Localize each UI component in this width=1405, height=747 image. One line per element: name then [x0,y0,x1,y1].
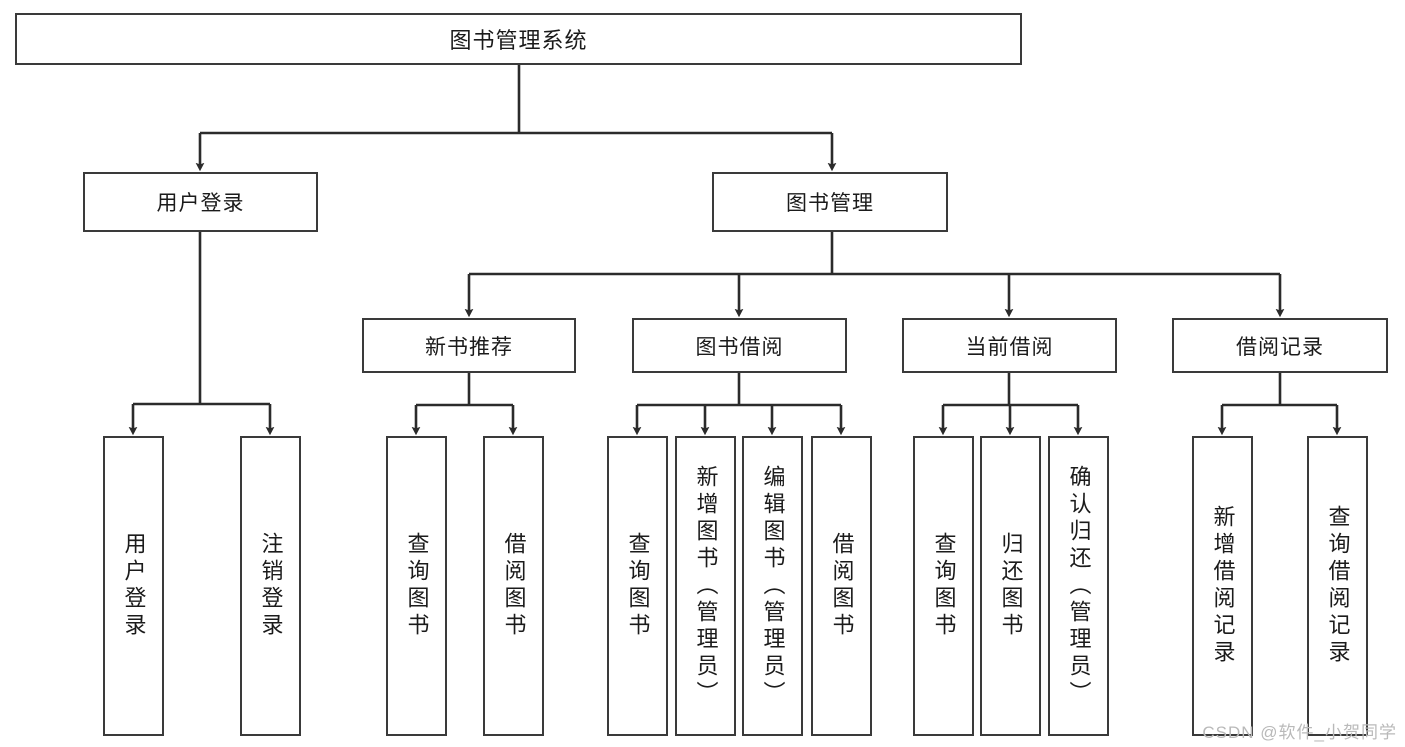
leaf-current-borrow-query[interactable]: 查询图书 [913,436,974,736]
leaf-label: 查询图书 [404,532,430,640]
node-new-book-recommend[interactable]: 新书推荐 [362,318,576,373]
leaf-label: 用户登录 [121,532,147,640]
leaf-label: 编辑图书（管理员） [760,464,786,708]
node-root-system[interactable]: 图书管理系统 [15,13,1022,65]
node-borrow-record[interactable]: 借阅记录 [1172,318,1388,373]
leaf-borrow-record-add[interactable]: 新增借阅记录 [1192,436,1253,736]
leaf-label: 确认归还（管理员） [1066,464,1092,708]
node-book-management[interactable]: 图书管理 [712,172,948,232]
leaf-borrow-record-query[interactable]: 查询借阅记录 [1307,436,1368,736]
leaf-label: 查询图书 [931,532,957,640]
leaf-current-borrow-return[interactable]: 归还图书 [980,436,1041,736]
node-user-login[interactable]: 用户登录 [83,172,318,232]
leaf-book-borrow-query[interactable]: 查询图书 [607,436,668,736]
leaf-label: 借阅图书 [829,532,855,640]
leaf-label: 归还图书 [998,532,1024,640]
leaf-label: 查询借阅记录 [1325,505,1351,667]
leaf-label: 借阅图书 [501,532,527,640]
leaf-new-book-borrow[interactable]: 借阅图书 [483,436,544,736]
leaf-book-borrow-edit[interactable]: 编辑图书（管理员） [742,436,803,736]
node-book-borrow[interactable]: 图书借阅 [632,318,847,373]
leaf-user-login-login[interactable]: 用户登录 [103,436,164,736]
leaf-label: 新增图书（管理员） [693,464,719,708]
leaf-book-borrow-add[interactable]: 新增图书（管理员） [675,436,736,736]
leaf-label: 新增借阅记录 [1210,505,1236,667]
csdn-watermark: CSDN @软件_小贺同学 [1202,723,1397,742]
leaf-new-book-query[interactable]: 查询图书 [386,436,447,736]
leaf-current-borrow-confirm-return[interactable]: 确认归还（管理员） [1048,436,1109,736]
leaf-book-borrow-borrow[interactable]: 借阅图书 [811,436,872,736]
leaf-user-login-logout[interactable]: 注销登录 [240,436,301,736]
leaf-label: 注销登录 [258,532,284,640]
node-current-borrow[interactable]: 当前借阅 [902,318,1117,373]
leaf-label: 查询图书 [625,532,651,640]
